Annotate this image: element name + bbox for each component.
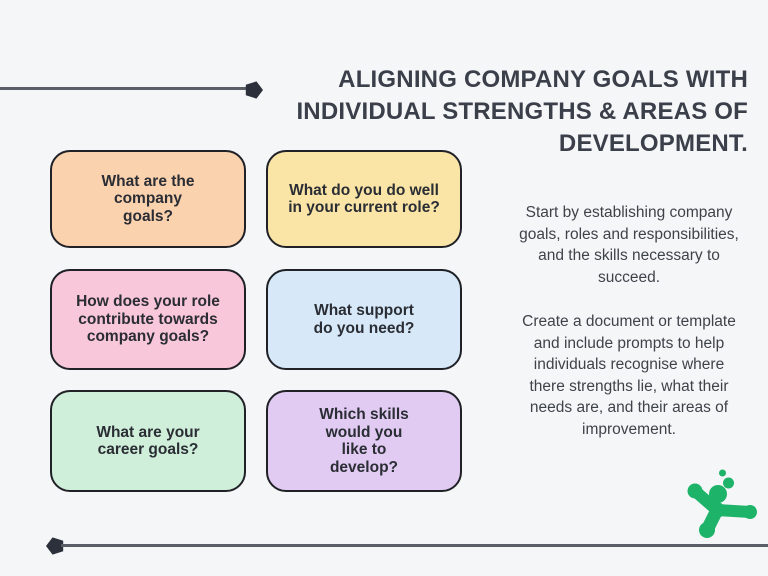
card-company-goals: What are the company goals? (50, 150, 246, 248)
card-do-well-current-role: What do you do well in your current role… (266, 150, 462, 248)
card-skills-to-develop: Which skills would you like to develop? (266, 390, 462, 492)
card-career-goals: What are your career goals? (50, 390, 246, 492)
intro-paragraph: Start by establishing company goals, rol… (519, 204, 739, 286)
card-role-contribution: How does your role contribute towards co… (50, 269, 246, 370)
top-line-end-marker (245, 81, 263, 99)
top-divider-line (0, 87, 247, 90)
card-support-needed: What support do you need? (266, 269, 462, 370)
green-splat-logo-icon (687, 469, 757, 538)
bottom-line-end-marker (46, 537, 64, 555)
page-title: ALIGNING COMPANY GOALS WITH INDIVIDUAL S… (296, 66, 748, 157)
bottom-divider-line (61, 544, 768, 547)
detail-paragraph: Create a document or template and includ… (522, 313, 736, 438)
